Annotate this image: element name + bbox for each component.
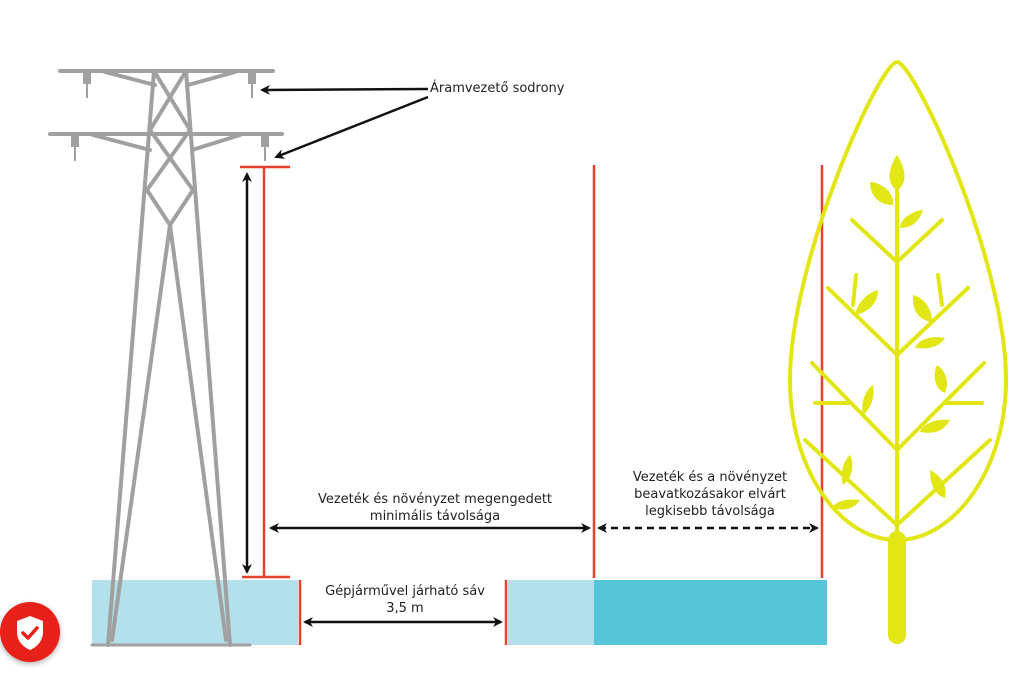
min-distance-label-line2: minimális távolsága [369, 509, 501, 524]
tree [787, 59, 1009, 644]
lane-label-line1: Gépjárművel járható sáv [325, 584, 485, 599]
conductor-arrow-lower [274, 95, 429, 159]
lane-label: Gépjárművel járható sáv 3,5 m [310, 583, 500, 617]
min-distance-label: Vezeték és növényzet megengedett minimál… [290, 491, 580, 525]
clearance-height-marker [240, 165, 824, 645]
intervention-label-line3: legkisebb távolsága [645, 504, 775, 519]
conductor-label: Áramvezető sodrony [430, 81, 565, 96]
min-distance-label-line1: Vezeték és növényzet megengedett [317, 492, 553, 507]
power-tower [48, 69, 284, 647]
tree-leaves [832, 155, 950, 510]
intervention-label-line2: beavatkozásakor elvárt [634, 487, 786, 502]
safety-strip [508, 580, 594, 645]
conductor-arrow-upper [260, 84, 429, 95]
tower-zone-strip [92, 580, 298, 645]
security-badge-button[interactable] [0, 602, 60, 662]
intervention-strip [594, 580, 827, 645]
intervention-distance-label: Vezeték és a növényzet beavatkozásakor e… [620, 469, 800, 520]
intervention-label-line1: Vezeték és a növényzet [632, 470, 788, 485]
shield-check-icon [17, 616, 43, 650]
insulators [71, 72, 269, 161]
lane-label-line2: 3,5 m [386, 601, 424, 616]
